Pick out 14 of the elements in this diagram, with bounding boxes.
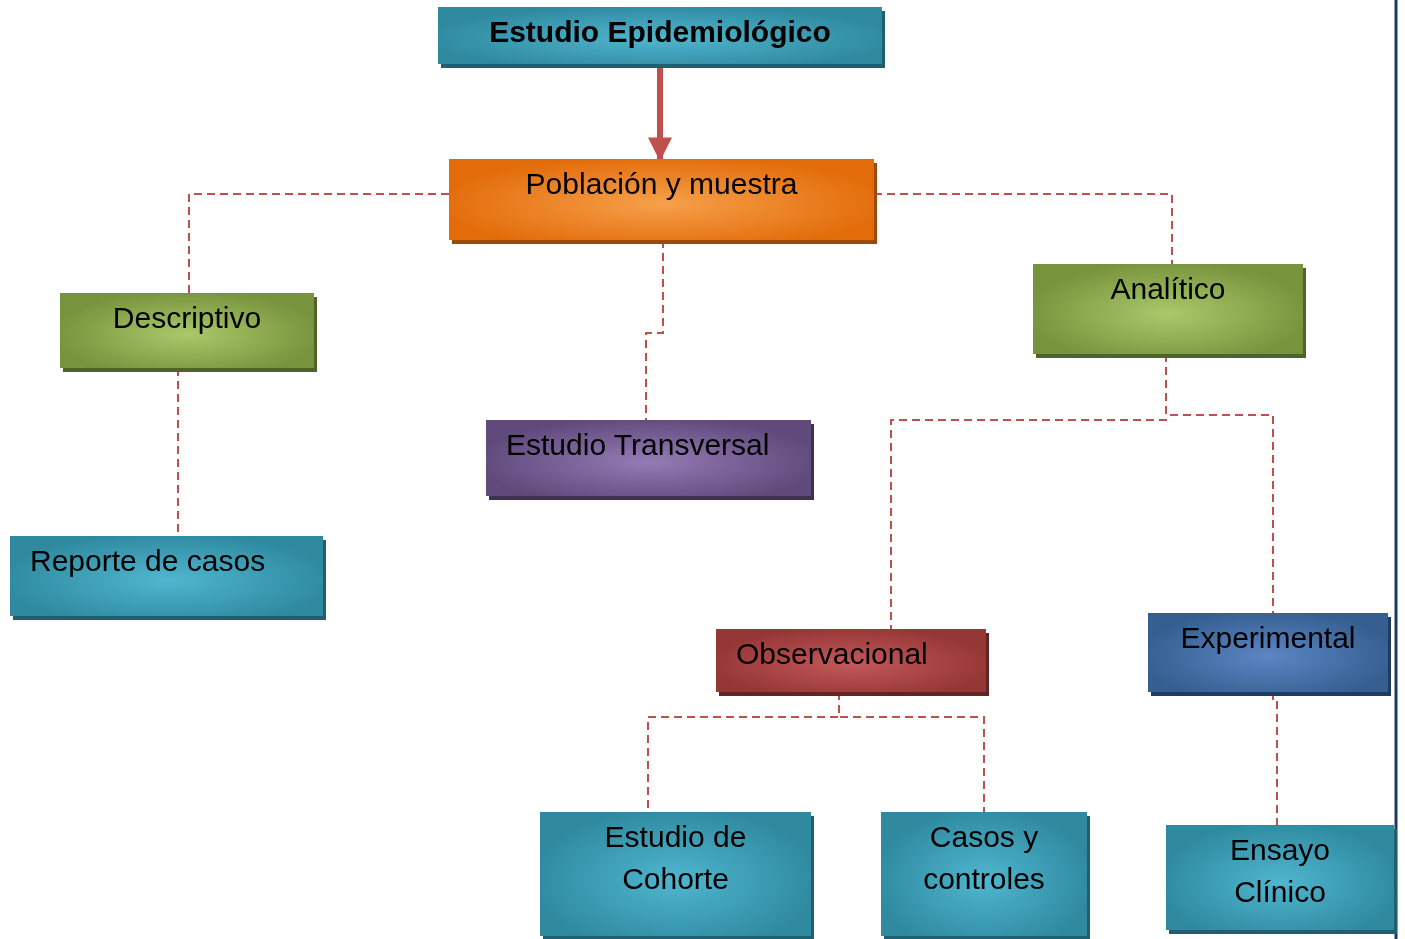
- box-label: Analítico: [1109, 271, 1227, 307]
- box-label: Casos y controles: [922, 819, 1046, 897]
- box-label: Ensayo Clínico: [1228, 832, 1332, 910]
- connector-line: [188, 193, 450, 294]
- box-label: Estudio de Cohorte: [603, 819, 748, 897]
- box-label: Experimental: [1179, 620, 1357, 656]
- box-label: Descriptivo: [111, 300, 263, 336]
- box-label: Estudio Epidemiológico: [488, 14, 832, 50]
- box-label: Reporte de casos: [30, 543, 267, 579]
- process-box: [881, 812, 1087, 936]
- box-label: Estudio Transversal: [506, 427, 771, 463]
- process-box: [540, 812, 811, 936]
- box-label: Población y muestra: [524, 166, 799, 202]
- box-label: Observacional: [736, 636, 929, 672]
